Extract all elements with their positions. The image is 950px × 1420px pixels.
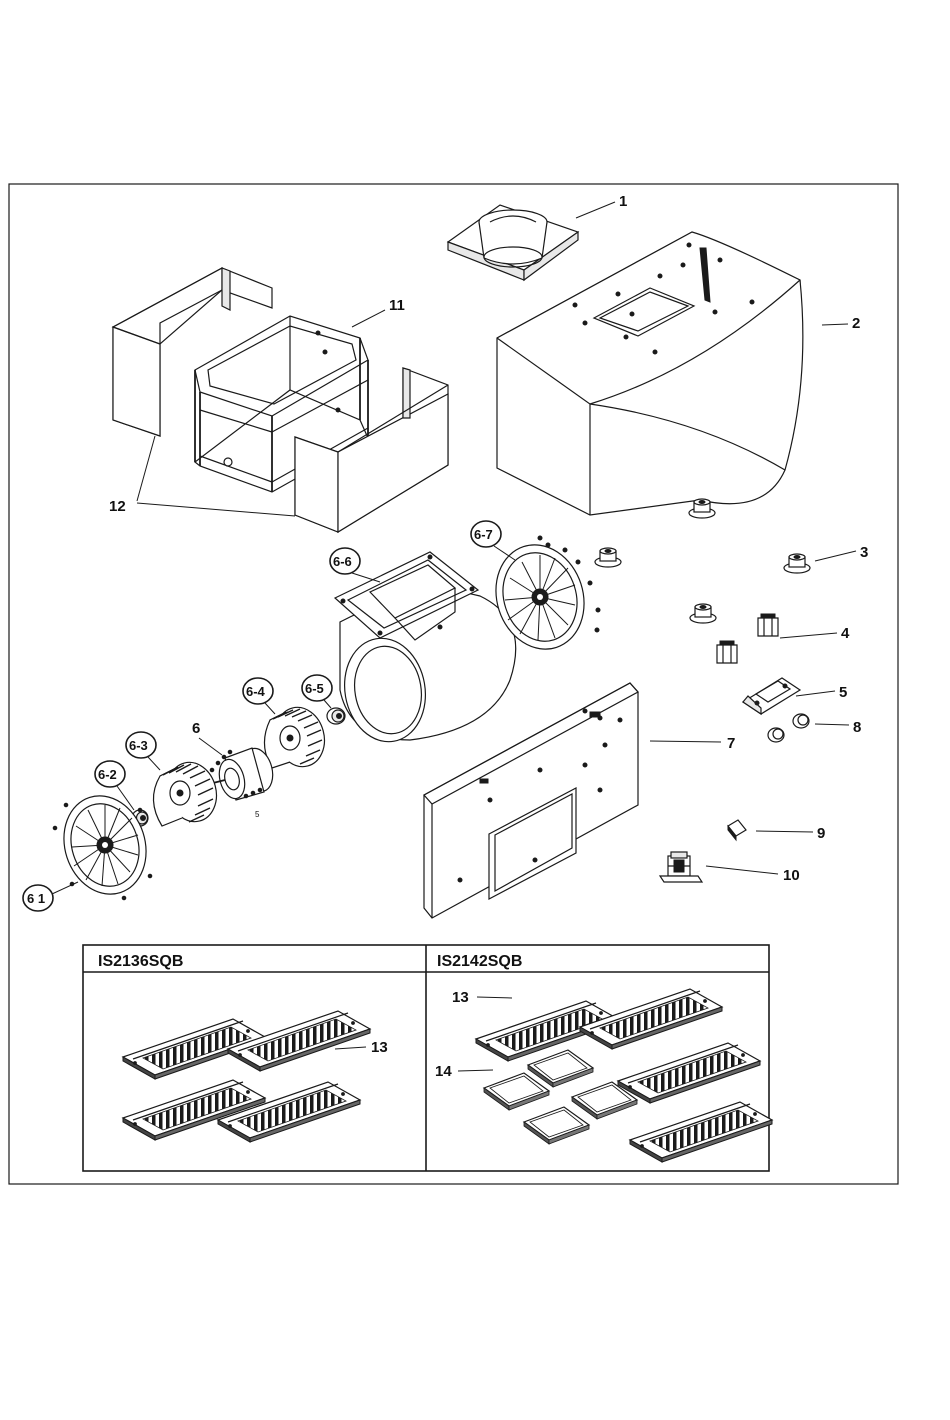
label-12: 12 xyxy=(109,498,126,515)
label-13-left: 13 xyxy=(371,1039,388,1056)
leader-2 xyxy=(822,324,848,325)
leader-6 xyxy=(199,738,222,755)
leader-12a xyxy=(137,436,155,501)
label-5: 5 xyxy=(839,684,847,701)
label-10: 10 xyxy=(783,867,800,884)
leader-11 xyxy=(352,310,385,327)
label-11: 11 xyxy=(389,297,405,314)
leader-12b xyxy=(137,503,295,516)
label-2: 2 xyxy=(852,315,860,332)
grommet-part xyxy=(595,499,810,623)
label-6-7: 6-7 xyxy=(474,527,493,542)
bushing-right-part xyxy=(327,708,345,724)
leader-13-right xyxy=(477,997,512,998)
label-13-right: 13 xyxy=(452,989,469,1006)
leader-7 xyxy=(650,741,721,742)
table-header-is2142sqb: IS2142SQB xyxy=(437,953,522,970)
leader-6-3 xyxy=(148,757,160,770)
leader-9 xyxy=(756,831,813,832)
label-7: 7 xyxy=(727,735,735,752)
knob-part xyxy=(768,714,809,742)
leader-3 xyxy=(815,551,856,561)
leader-4 xyxy=(780,633,837,638)
label-4: 4 xyxy=(841,625,850,642)
label-6: 6 xyxy=(192,720,200,737)
leader-6-6 xyxy=(352,573,380,582)
leader-6-5 xyxy=(324,700,331,708)
leader-6-4 xyxy=(265,703,275,714)
label-6-2: 6-2 xyxy=(98,767,117,782)
blower-wheel-right-part xyxy=(264,702,330,772)
label-3: 3 xyxy=(860,544,868,561)
label-8: 8 xyxy=(853,719,861,736)
label-screw-5: 5 xyxy=(255,810,260,819)
label-6-3: 6-3 xyxy=(129,738,148,753)
leader-13-left xyxy=(335,1047,366,1049)
label-9: 9 xyxy=(817,825,825,842)
hood-body-part xyxy=(497,232,803,515)
label-14: 14 xyxy=(435,1063,452,1080)
label-6-6: 6-6 xyxy=(333,554,352,569)
duct-collar-part xyxy=(448,205,578,280)
charcoal-filter-set xyxy=(484,1050,637,1144)
blower-housing-part xyxy=(335,552,516,748)
blower-wheel-left-part xyxy=(153,757,222,827)
leader-8 xyxy=(815,724,849,725)
leader-14 xyxy=(458,1070,493,1071)
label-1: 1 xyxy=(619,193,627,210)
grease-filter-set-left xyxy=(123,1011,370,1142)
label-6-5: 6-5 xyxy=(305,681,324,696)
transformer-part xyxy=(660,852,702,882)
leader-6-1 xyxy=(52,882,78,894)
switch-part xyxy=(728,820,746,840)
label-6-4: 6-4 xyxy=(246,684,266,699)
table-header-is2136sqb: IS2136SQB xyxy=(98,953,183,970)
clip-part xyxy=(717,614,778,663)
label-6-1: 6 1 xyxy=(27,891,45,906)
leader-5 xyxy=(796,691,835,696)
bracket-part xyxy=(743,678,800,714)
leader-10 xyxy=(706,866,778,874)
leader-1 xyxy=(576,202,615,218)
